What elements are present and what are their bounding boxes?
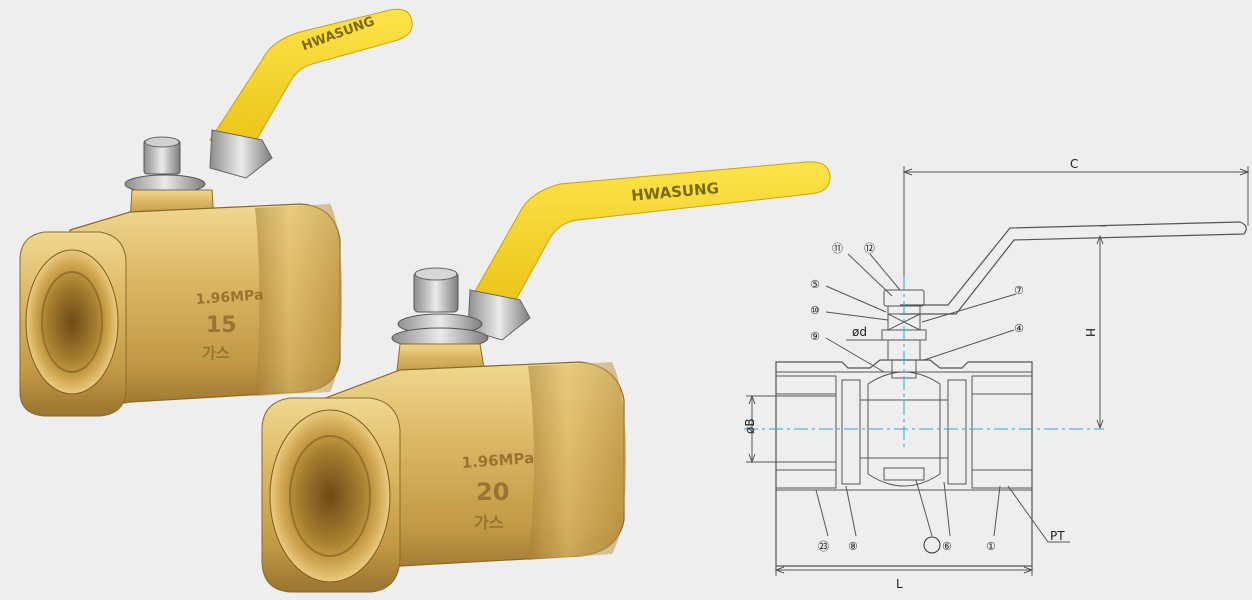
lever-handle	[469, 161, 831, 319]
lever-handle	[209, 8, 413, 159]
valve-pressure-mark: 1.96MPa	[195, 287, 264, 308]
part-10: ⑩	[810, 304, 820, 317]
part-23: ㉓	[818, 540, 829, 553]
valve-size-mark: 15	[206, 313, 237, 338]
part-9: ⑨	[810, 330, 820, 343]
lever-clamp	[209, 129, 273, 179]
valve-bore	[25, 249, 119, 395]
valve-pressure-mark: 1.96MPa	[461, 449, 535, 472]
valve-photo-small: HWASUNG 1.96MPa 15 가스	[19, 8, 413, 417]
valve-bore	[269, 409, 391, 583]
dimension-labels: C H L øB ød PT	[743, 157, 1097, 591]
dim-pt: PT	[1050, 529, 1065, 543]
part-1: ①	[986, 540, 996, 553]
part-6: ⑥	[942, 540, 952, 553]
part-blank-marker	[923, 536, 941, 554]
valve-photo-large: HWASUNG 1.96MPa 20 가스	[261, 161, 831, 593]
valve-size-mark: 20	[476, 478, 509, 506]
technical-drawing	[746, 166, 1250, 576]
dim-d: ød	[852, 325, 867, 339]
drawing-handle	[900, 221, 1247, 315]
center-lines	[744, 276, 1104, 450]
dim-c: C	[1070, 157, 1078, 171]
part-7: ⑦	[1014, 284, 1024, 297]
part-4: ④	[1014, 322, 1024, 335]
dim-b: øB	[743, 418, 757, 434]
part-callouts: ⑪ ⑫ ⑤ ⑩ ⑨ ⑦ ④ ㉓ ⑧ ⑥ ①	[810, 242, 1024, 554]
dim-l: L	[896, 577, 903, 591]
valve-fluid-mark: 가스	[474, 513, 504, 532]
part-12: ⑫	[864, 242, 875, 255]
dim-h: H	[1083, 328, 1097, 337]
part-5: ⑤	[810, 278, 820, 291]
valve-fluid-mark: 가스	[202, 344, 230, 362]
drawing-body	[775, 359, 1033, 567]
part-11: ⑪	[832, 242, 843, 255]
part-8: ⑧	[848, 540, 858, 553]
